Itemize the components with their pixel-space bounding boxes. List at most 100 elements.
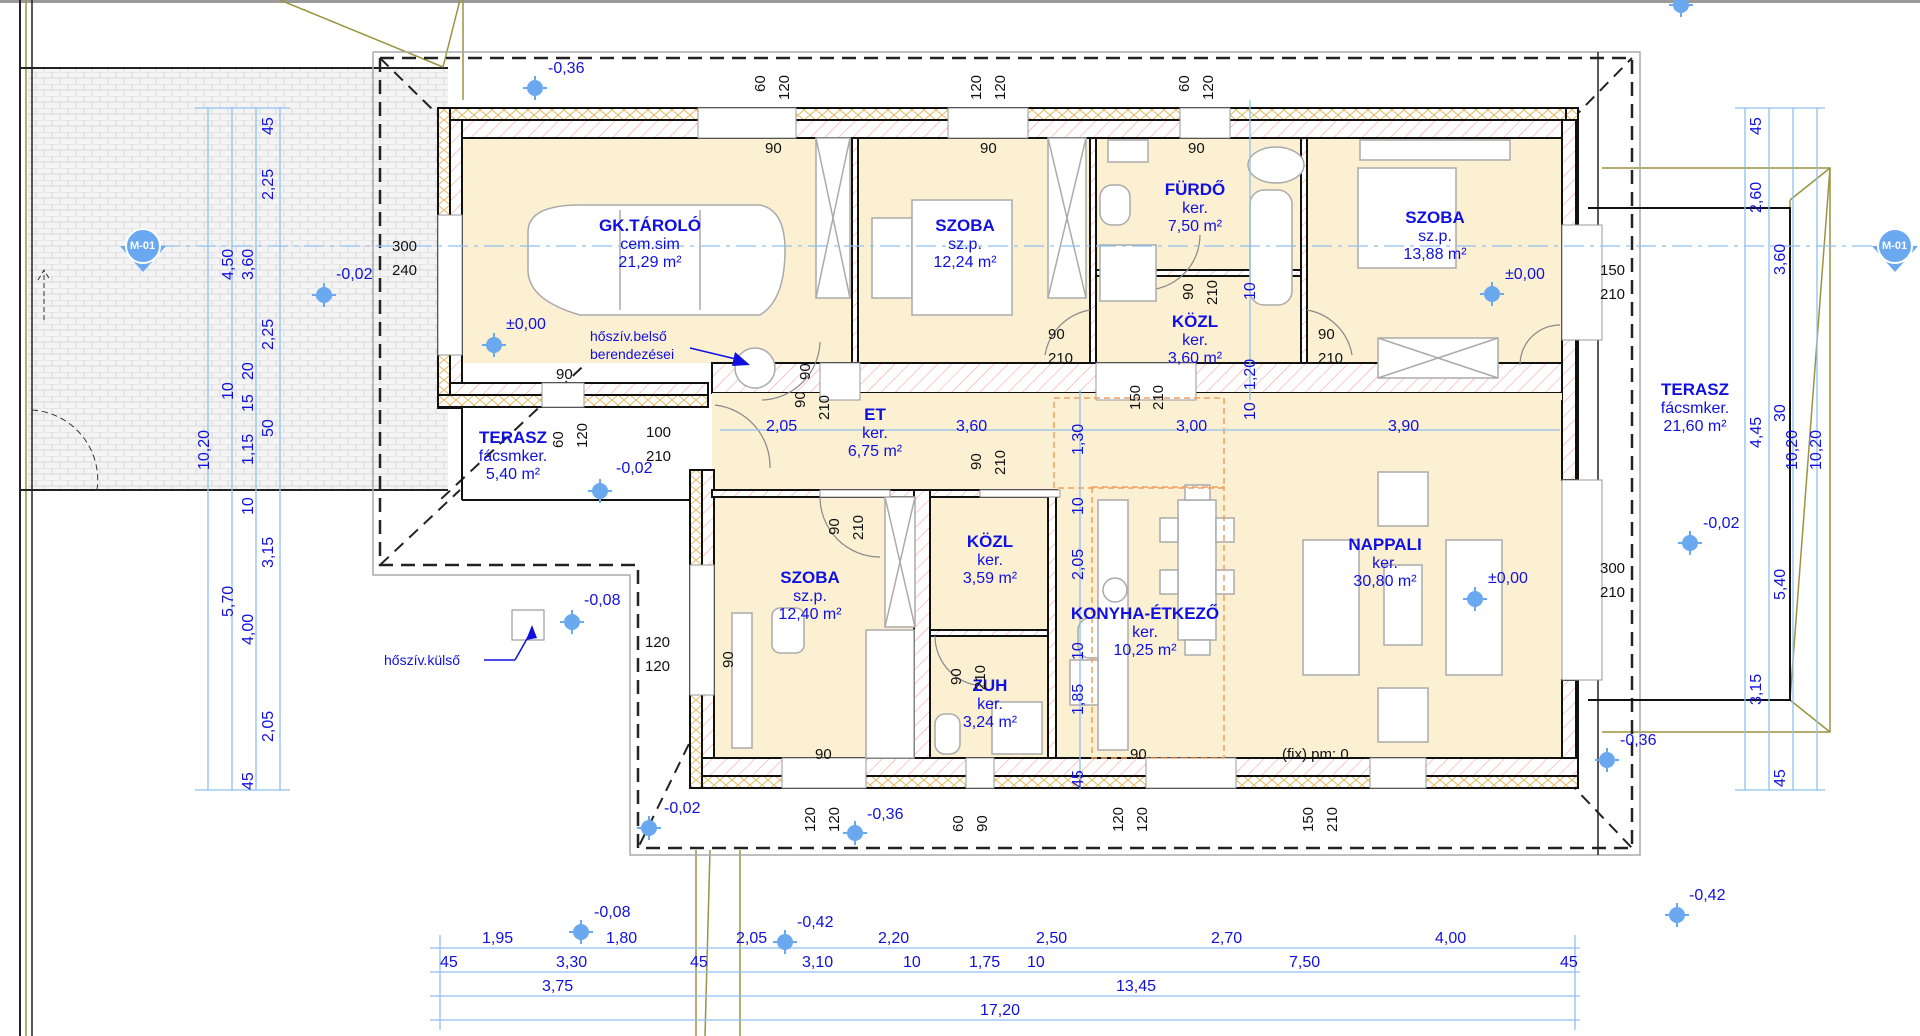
dim-label: 10 — [1242, 402, 1259, 420]
dim-label: 10,20 — [196, 429, 213, 470]
dim-label: 3,15 — [1748, 673, 1765, 705]
room-area: 3,60 m² — [1167, 349, 1223, 367]
opening-width-label: 90 — [720, 651, 737, 668]
room-area: 30,80 m² — [1353, 572, 1417, 590]
section-marker-right-icon — [1872, 228, 1918, 272]
level-marker-icon — [523, 76, 547, 100]
opening-width-label: 90 — [815, 746, 832, 763]
level-label: -0,42 — [1689, 887, 1726, 904]
room-label-corridor1[interactable]: KÖZL ker. 3,60 m² — [1140, 312, 1250, 368]
room-label-garage[interactable]: GK.TÁROLÓ cem.sim 21,29 m² — [570, 216, 730, 272]
opening-height-label: 210 — [1150, 384, 1167, 410]
dim-label: 20 — [240, 362, 257, 380]
room-name: KONYHA-ÉTKEZŐ — [1070, 604, 1220, 623]
opening-label: 60 — [752, 75, 769, 92]
opening-height-label: 210 — [816, 394, 833, 420]
room-floor: ker. — [977, 695, 1003, 713]
fixed-window-note: (fix) pm: 0 — [1282, 746, 1349, 763]
opening-height-label: 210 — [1048, 350, 1074, 367]
dim-label: 7,50 — [1289, 954, 1321, 971]
level-label: -0,02 — [1703, 515, 1740, 532]
opening-width-label: 90 — [826, 518, 843, 535]
section-marker-left-label[interactable]: M-01 — [130, 240, 156, 252]
dim-label: 2,60 — [1748, 181, 1765, 213]
dim-label: 3,15 — [260, 536, 277, 568]
level-marker-icon — [588, 479, 612, 503]
dim-label: 2,05 — [1070, 548, 1087, 580]
dim-label: 4,45 — [1748, 416, 1765, 448]
opening-label: 120 — [1134, 806, 1151, 832]
level-label: -0,42 — [797, 914, 834, 931]
openings — [437, 107, 1603, 789]
dim-label: 1,20 — [1242, 358, 1259, 390]
room-label-bedroom2[interactable]: SZOBA sz.p. 13,88 m² — [1370, 208, 1500, 264]
dim-label: 2,20 — [878, 930, 910, 947]
level-label: -0,08 — [584, 592, 621, 609]
room-floor: fácsmker. — [478, 447, 548, 465]
level-label: -0,02 — [664, 800, 701, 817]
opening-height-label: 210 — [646, 448, 672, 465]
dim-label: 2,25 — [260, 168, 277, 200]
opening-height-label: 210 — [972, 664, 989, 690]
opening-label: 90 — [974, 815, 991, 832]
room-label-kitchen[interactable]: KONYHA-ÉTKEZŐ ker. 10,25 m² — [1050, 604, 1240, 660]
dim-label: 3,60 — [240, 248, 257, 280]
room-label-terrace-small[interactable]: TERASZ fácsmker. 5,40 m² — [458, 428, 568, 484]
dim-label: 45 — [260, 117, 277, 135]
room-floor: fácsmker. — [1660, 399, 1730, 417]
level-label: -0,36 — [867, 806, 904, 823]
dim-label: 17,20 — [980, 1002, 1021, 1019]
level-marker-icon — [843, 821, 867, 845]
room-name: KÖZL — [1171, 312, 1219, 331]
dim-label: 10 — [1070, 497, 1087, 515]
room-area: 21,29 m² — [618, 253, 682, 271]
room-area: 3,24 m² — [962, 713, 1018, 731]
dim-label: 2,05 — [736, 930, 768, 947]
dim-label: 45 — [690, 954, 708, 971]
opening-width-label: 120 — [645, 634, 671, 651]
heatpump-outer-note: hőszív.külső — [384, 652, 460, 668]
opening-width-label: 90 — [948, 668, 965, 685]
opening-label: 60 — [950, 815, 967, 832]
dim-label: 2,05 — [766, 418, 798, 435]
dim-label: 10 — [1070, 642, 1087, 660]
room-floor: ker. — [862, 424, 888, 442]
dim-label: 50 — [260, 419, 277, 437]
opening-width-label: 300 — [392, 238, 418, 255]
dim-label: 2,25 — [260, 318, 277, 350]
level-marker-icon — [1665, 903, 1689, 927]
dim-label: 2,50 — [1036, 930, 1068, 947]
room-name: TERASZ — [1661, 380, 1729, 399]
dim-label: 1,95 — [482, 930, 514, 947]
dim-label: 1,85 — [1070, 683, 1087, 715]
room-label-bedroom3[interactable]: SZOBA sz.p. 12,40 m² — [755, 568, 865, 624]
room-label-hall[interactable]: ET ker. 6,75 m² — [825, 405, 925, 461]
opening-width-label: 90 — [765, 140, 782, 157]
dim-label: 45 — [1748, 117, 1765, 135]
dim-label: 3,75 — [542, 978, 574, 995]
opening-label: 120 — [992, 74, 1009, 100]
room-area: 10,25 m² — [1113, 641, 1177, 659]
opening-label: 120 — [1200, 74, 1217, 100]
room-area: 13,88 m² — [1403, 245, 1467, 263]
room-label-shower[interactable]: ZUH ker. 3,24 m² — [945, 676, 1035, 732]
opening-label: 120 — [1110, 806, 1127, 832]
opening-width-label: 90 — [1048, 326, 1065, 343]
room-label-bedroom1[interactable]: SZOBA sz.p. 12,24 m² — [890, 216, 1040, 272]
room-name: GK.TÁROLÓ — [599, 216, 701, 235]
opening-label: 120 — [826, 806, 843, 832]
opening-height-label: 210 — [1204, 279, 1221, 305]
room-name: TERASZ — [479, 428, 547, 447]
room-label-corridor2[interactable]: KÖZL ker. 3,59 m² — [940, 532, 1040, 588]
dim-label: 13,45 — [1116, 978, 1157, 995]
dim-label: 10 — [220, 382, 237, 400]
level-marker-icon — [773, 930, 797, 954]
room-label-terrace-large[interactable]: TERASZ fácsmker. 21,60 m² — [1640, 380, 1750, 436]
dim-label: 10 — [1027, 954, 1045, 971]
dim-label: 1,15 — [240, 433, 257, 465]
section-marker-right-label[interactable]: M-01 — [1882, 240, 1908, 252]
opening-label: 150 — [1300, 806, 1317, 832]
room-label-bathroom[interactable]: FÜRDŐ ker. 7,50 m² — [1130, 180, 1260, 236]
room-label-living[interactable]: NAPPALI ker. 30,80 m² — [1325, 535, 1445, 591]
